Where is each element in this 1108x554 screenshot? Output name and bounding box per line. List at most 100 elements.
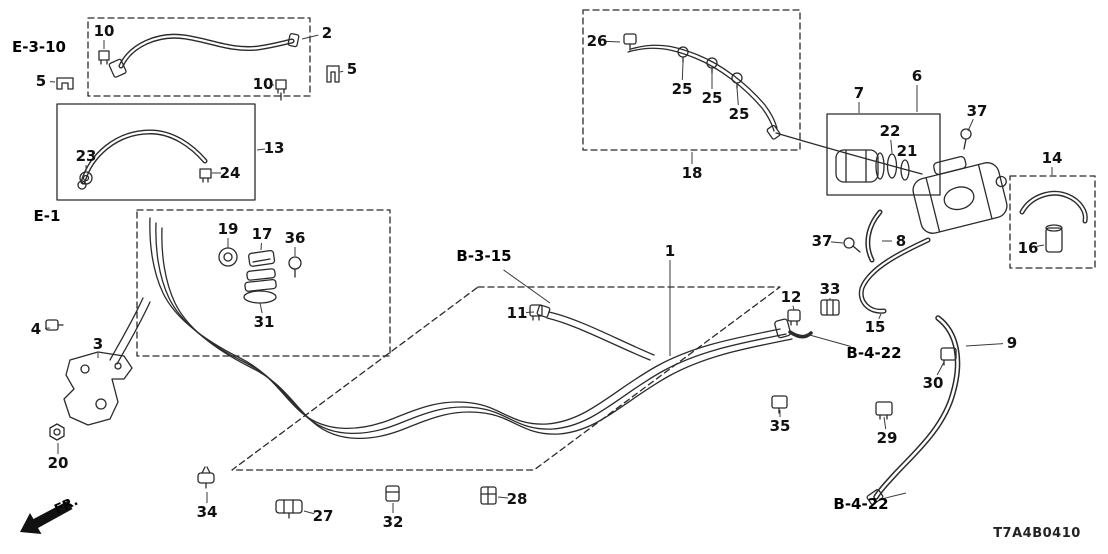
part-callout-28: 28 bbox=[507, 490, 528, 508]
leader-line bbox=[883, 416, 887, 430]
part-callout-1: 1 bbox=[665, 242, 675, 260]
part-callout-20: 20 bbox=[48, 454, 69, 472]
part-23-clamp bbox=[79, 171, 93, 185]
leader-line bbox=[681, 61, 684, 81]
part-29-clip bbox=[875, 401, 893, 420]
part-22-o-ring bbox=[886, 153, 898, 179]
part-callout-32: 32 bbox=[383, 513, 404, 531]
part-callout-30: 30 bbox=[923, 374, 944, 392]
part-callout-5: 5 bbox=[347, 60, 357, 78]
part-callout-17: 17 bbox=[252, 225, 273, 243]
leader-line bbox=[736, 87, 739, 106]
part-36-bolt bbox=[288, 256, 302, 278]
part-callout-36: 36 bbox=[285, 229, 306, 247]
leader-line bbox=[503, 269, 551, 304]
part-20-nut bbox=[49, 423, 65, 441]
part-callout-26: 26 bbox=[587, 32, 608, 50]
diagram-code: T7A4B0410 bbox=[993, 526, 1081, 541]
ref-label-E-1: E-1 bbox=[34, 207, 61, 225]
part-callout-14: 14 bbox=[1042, 149, 1063, 167]
part-13-fuel-hose bbox=[77, 129, 208, 190]
part-callout-34: 34 bbox=[197, 503, 218, 521]
part-callout-25: 25 bbox=[702, 89, 723, 107]
part-10-clip-top bbox=[98, 50, 110, 65]
part-2-fuel-hose bbox=[108, 33, 300, 78]
part-callout-3: 3 bbox=[93, 335, 103, 353]
part-26-clamp bbox=[623, 33, 637, 51]
part-37-bolt-left bbox=[843, 237, 861, 253]
part-callout-21: 21 bbox=[897, 142, 918, 160]
part-callout-9: 9 bbox=[1007, 334, 1017, 352]
leader-line bbox=[303, 510, 315, 515]
part-callout-27: 27 bbox=[313, 507, 334, 525]
detail-box-hose-14 bbox=[1009, 175, 1096, 269]
part-34-clip bbox=[197, 466, 215, 489]
part-12-clip bbox=[787, 309, 801, 326]
detail-box-hose-13 bbox=[56, 103, 256, 201]
leader-line bbox=[605, 40, 621, 43]
part-callout-35: 35 bbox=[770, 417, 791, 435]
part-callout-23: 23 bbox=[76, 147, 97, 165]
leader-line bbox=[1036, 244, 1045, 247]
part-callout-31: 31 bbox=[254, 313, 275, 331]
part-25-clamps bbox=[677, 46, 743, 89]
part-callout-18: 18 bbox=[682, 164, 703, 182]
leader-line bbox=[301, 34, 319, 40]
part-17-clamp bbox=[248, 249, 276, 267]
part-callout-25: 25 bbox=[729, 105, 750, 123]
leader-line bbox=[967, 119, 974, 132]
part-callout-19: 19 bbox=[218, 220, 239, 238]
part-8-bracket bbox=[865, 209, 883, 263]
part-16-valve bbox=[1045, 224, 1063, 253]
part-callout-7: 7 bbox=[854, 84, 864, 102]
part-callout-2: 2 bbox=[322, 24, 332, 42]
part-callout-11: 11 bbox=[507, 304, 528, 322]
leader-line bbox=[792, 305, 795, 311]
leader-line bbox=[890, 139, 893, 154]
part-4-clip bbox=[45, 319, 64, 331]
part-callout-37: 37 bbox=[967, 102, 988, 120]
part-27-clamp bbox=[275, 499, 303, 519]
part-callout-22: 22 bbox=[880, 122, 901, 140]
part-callout-10: 10 bbox=[94, 22, 115, 40]
part-10-clip-right bbox=[275, 79, 287, 101]
leader-line bbox=[884, 492, 907, 499]
leader-line bbox=[339, 70, 344, 73]
leader-line bbox=[497, 496, 509, 499]
fr-direction-arrow: FR. bbox=[20, 494, 81, 534]
part-7-fuel-filter bbox=[835, 149, 885, 183]
leader-line bbox=[878, 313, 882, 320]
fr-label: FR. bbox=[52, 494, 80, 518]
leader-line bbox=[259, 302, 263, 314]
part-19-grommet bbox=[218, 247, 238, 267]
ref-label-B-3-15: B-3-15 bbox=[456, 247, 511, 265]
canister-assembly bbox=[912, 156, 1008, 234]
part-callout-33: 33 bbox=[820, 280, 841, 298]
part-35-clip bbox=[771, 395, 788, 414]
leader-line bbox=[936, 361, 945, 376]
leader-line bbox=[805, 333, 852, 348]
detail-box-hose-2 bbox=[87, 17, 311, 97]
ref-label-E-3-10: E-3-10 bbox=[12, 38, 66, 56]
part-28-clip bbox=[480, 486, 497, 505]
detail-box-pipe-18 bbox=[582, 9, 801, 151]
ref-label-B-4-22: B-4-22 bbox=[846, 344, 901, 362]
part-1-fuel-pipe-assembly bbox=[109, 217, 813, 440]
part-callout-37: 37 bbox=[812, 232, 833, 250]
leader-line bbox=[830, 241, 844, 244]
leader-line bbox=[256, 148, 266, 151]
part-33-connector bbox=[820, 299, 840, 316]
part-callout-16: 16 bbox=[1018, 239, 1039, 257]
part-callout-10: 10 bbox=[253, 75, 274, 93]
part-callout-24: 24 bbox=[220, 164, 241, 182]
part-callout-8: 8 bbox=[896, 232, 906, 250]
part-callout-25: 25 bbox=[672, 80, 693, 98]
part-11-clip bbox=[529, 304, 543, 321]
part-24-clip bbox=[199, 168, 212, 183]
part-callout-5: 5 bbox=[36, 72, 46, 90]
leader-line bbox=[965, 343, 1004, 347]
detail-box-filter-7 bbox=[826, 113, 941, 196]
